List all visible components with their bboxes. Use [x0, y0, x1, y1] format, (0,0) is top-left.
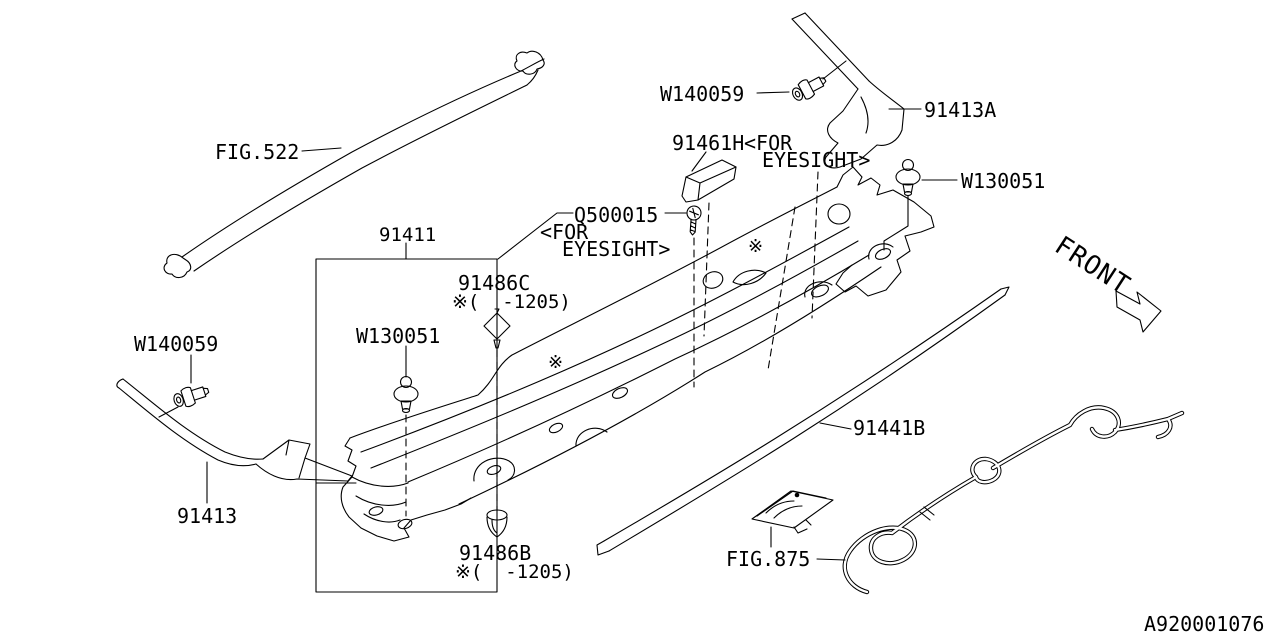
- label-fig522: FIG.522: [215, 140, 299, 164]
- pushpin-clip-left: [170, 380, 212, 411]
- doc-code: A920001076: [1144, 612, 1264, 636]
- trim-clip-right: [895, 158, 921, 197]
- label-w130051-center: W130051: [356, 324, 440, 348]
- washer-hose-fig875-drawing: [842, 405, 1185, 595]
- trim-clip-center: [393, 375, 419, 414]
- label-q500015-eyesight: EYESIGHT>: [562, 237, 670, 261]
- eyesight-cover-91461h-drawing: [681, 159, 737, 203]
- label-91461h-for: <FOR: [744, 131, 793, 155]
- label-91461h: 91461H: [672, 131, 744, 155]
- label-w140059-top: W140059: [660, 82, 744, 106]
- ref-mark-a: ※: [548, 352, 563, 373]
- screw-q500015-drawing: [684, 204, 703, 236]
- label-q500015-for: <FOR: [540, 220, 589, 244]
- assembly-bracket-box: [315, 258, 498, 593]
- label-91486b: 91486B: [459, 541, 531, 565]
- label-91441b: 91441B: [853, 416, 925, 440]
- label-91413: 91413: [177, 504, 237, 528]
- front-direction-arrow: [1115, 290, 1162, 333]
- molding-fig522-drawing: [163, 50, 545, 279]
- label-fig875: FIG.875: [726, 547, 810, 571]
- seal-strip-91441b-drawing: [596, 286, 1010, 556]
- label-w130051-right: W130051: [961, 169, 1045, 193]
- label-91486c-note: ※( -1205): [452, 291, 571, 313]
- ref-mark-b: ※: [748, 236, 763, 257]
- diamond-clip-91486c-drawing: [483, 308, 511, 349]
- label-91461h-eyesight: EYESIGHT>: [762, 148, 870, 172]
- label-91411: 91411: [379, 224, 436, 246]
- front-label: FRONT: [1049, 231, 1135, 302]
- cowl-panel-drawing: [340, 166, 935, 542]
- label-91413a: 91413A: [924, 98, 996, 122]
- label-91486b-note: ※( -1205): [455, 561, 574, 583]
- side-molding-91413-drawing: [116, 378, 353, 482]
- dashed-leader-lines: [405, 171, 819, 517]
- side-molding-91413a-drawing: [791, 12, 905, 169]
- grommet-91486b-drawing: [486, 509, 508, 538]
- label-q500015: Q500015: [574, 203, 658, 227]
- label-w140059-left: W140059: [134, 332, 218, 356]
- pushpin-clip-top: [788, 70, 830, 106]
- solid-leader-lines: [158, 60, 958, 561]
- bracket-plate-fig875-drawing: [751, 490, 834, 534]
- label-91486c: 91486C: [458, 271, 530, 295]
